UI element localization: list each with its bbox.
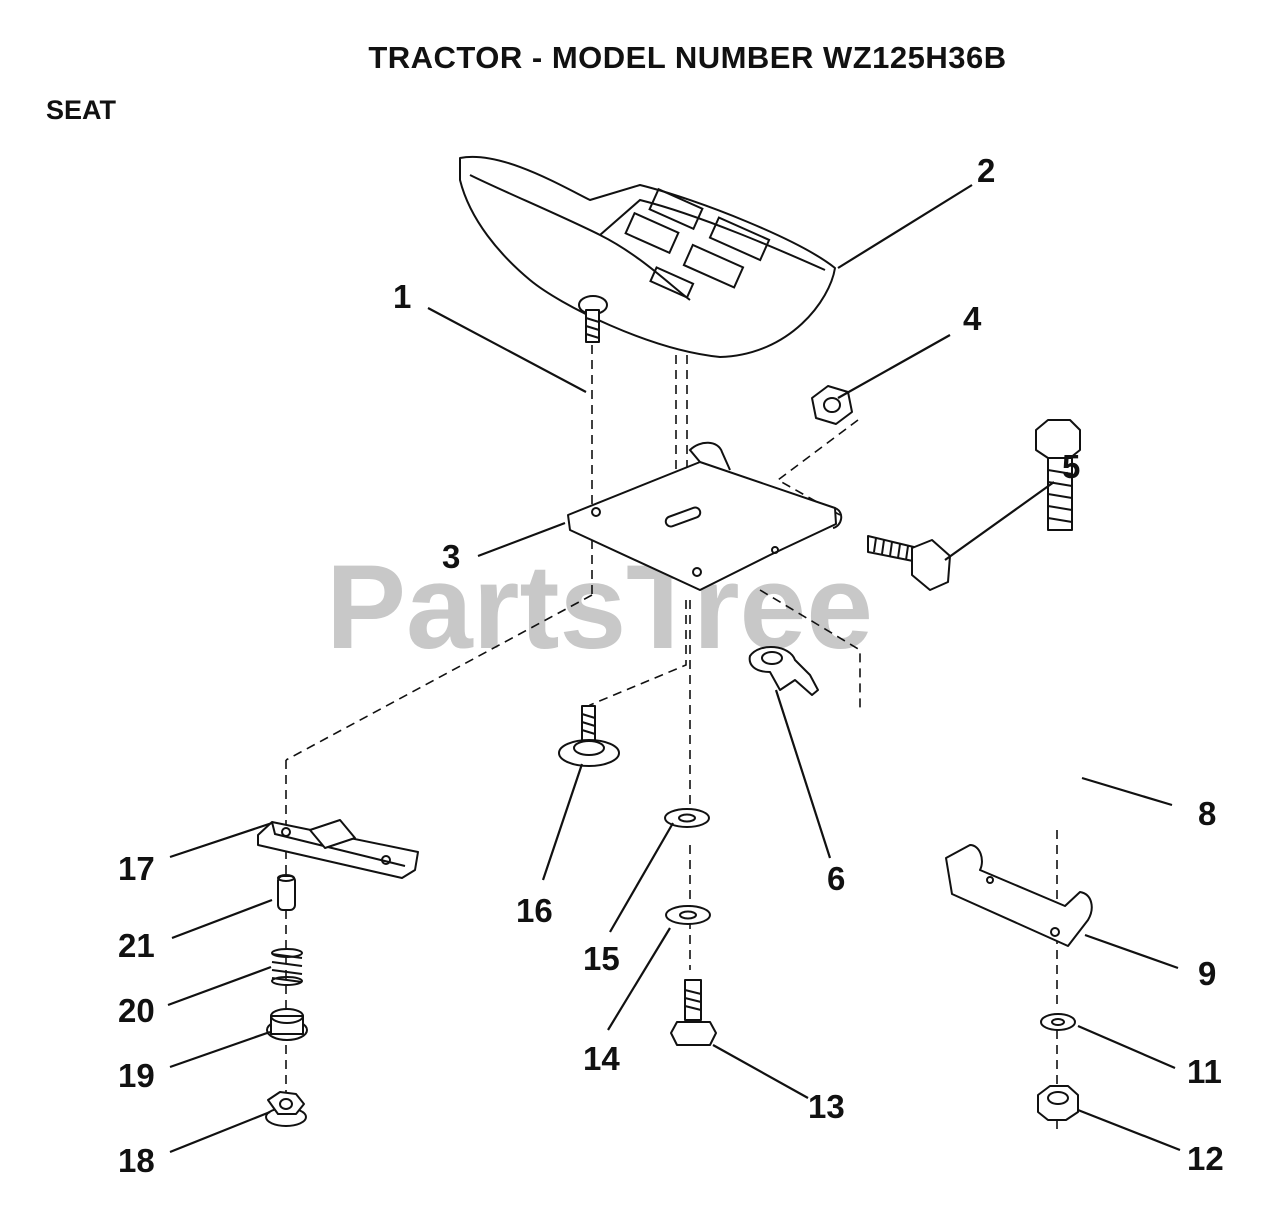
seat-bracket-part — [567, 441, 843, 591]
carriage-bolt-part — [578, 295, 608, 343]
hex-nut-part — [811, 385, 853, 425]
section-label: SEAT — [46, 95, 117, 125]
callout-9: 9 — [1198, 955, 1216, 992]
callout-19: 19 — [118, 1057, 155, 1094]
callout-12: 12 — [1187, 1140, 1224, 1177]
callout-20: 20 — [118, 992, 155, 1029]
clip-part — [748, 646, 819, 696]
leader-lines — [167, 184, 1181, 1154]
callout-15: 15 — [583, 940, 620, 977]
shoulder-bolt-part — [558, 705, 620, 767]
callout-3: 3 — [442, 538, 460, 575]
callout-2: 2 — [977, 152, 995, 189]
seat-part — [459, 155, 836, 358]
callout-5: 5 — [1062, 448, 1080, 485]
callout-21: 21 — [118, 927, 155, 964]
hex-bolt-part — [867, 535, 951, 591]
pin-part — [277, 874, 296, 911]
mounting-bracket-part — [945, 844, 1093, 947]
spring-part — [271, 948, 303, 986]
callout-6: 6 — [827, 860, 845, 897]
lock-washer-part — [1040, 1013, 1076, 1031]
flat-washer-15-part — [664, 808, 710, 828]
callout-11: 11 — [1187, 1053, 1222, 1090]
callout-13: 13 — [808, 1088, 845, 1125]
slide-rail-part — [257, 819, 419, 879]
callout-18: 18 — [118, 1142, 155, 1179]
callout-1: 1 — [393, 278, 411, 315]
bushing-part — [266, 1008, 308, 1041]
callout-17: 17 — [118, 850, 155, 887]
callout-14: 14 — [583, 1040, 620, 1077]
flange-nut-part — [265, 1091, 307, 1127]
callout-8: 8 — [1198, 795, 1216, 832]
callout-4: 4 — [963, 300, 982, 337]
callout-numbers: 1 2 3 4 5 6 8 9 11 12 13 14 15 16 17 18 … — [118, 152, 1224, 1179]
callout-16: 16 — [516, 892, 553, 929]
hex-bolt-13-part — [670, 979, 717, 1046]
hex-bolt-8-part — [1035, 419, 1081, 531]
flat-washer-14-part — [665, 905, 711, 925]
diagram-title: TRACTOR - MODEL NUMBER WZ125H36B — [368, 40, 1007, 75]
lock-nut-part — [1037, 1085, 1079, 1121]
assembly-dashed-lines — [285, 330, 1058, 1135]
